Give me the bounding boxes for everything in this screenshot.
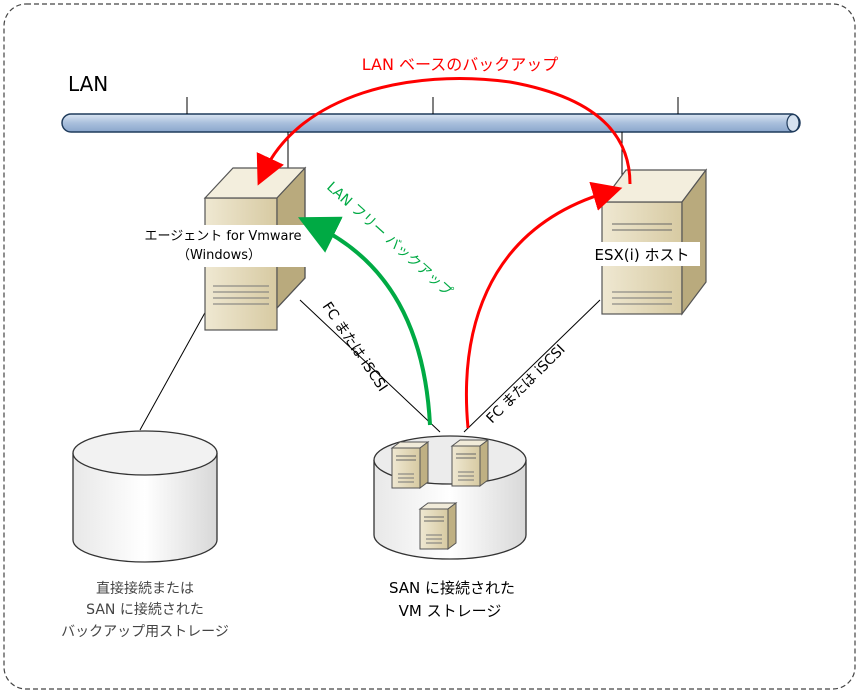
diagram-frame bbox=[3, 3, 856, 690]
lan-based-backup-label: LAN ベースのバックアップ bbox=[362, 55, 558, 74]
san-storage-label-line2: VM ストレージ bbox=[399, 602, 502, 620]
fc-iscsi-label-right: FC または iSCSI bbox=[484, 342, 569, 427]
agent-label-line2: （Windows） bbox=[177, 248, 261, 263]
backup-storage-cylinder bbox=[72, 430, 218, 563]
vm-server-icon-1 bbox=[391, 441, 429, 489]
agent-label-bg bbox=[138, 225, 308, 267]
agent-backup-storage-link bbox=[139, 299, 213, 431]
lan-label: LAN bbox=[68, 72, 108, 96]
lan-based-backup-arrow-top bbox=[256, 76, 632, 186]
lan-based-backup-arrow-bottom bbox=[464, 181, 623, 429]
fc-iscsi-label-left: FC または iSCSI bbox=[319, 299, 391, 394]
vm-server-icon-3 bbox=[419, 502, 457, 550]
backup-storage-label-line3: バックアップ用ストレージ bbox=[61, 624, 229, 640]
lan-bus bbox=[61, 113, 801, 133]
san-storage-label-line1: SAN に接続された bbox=[389, 579, 515, 597]
agent-san-fc-link bbox=[299, 299, 441, 433]
lan-free-backup-arrow bbox=[298, 216, 432, 426]
esx-label-bg bbox=[584, 242, 700, 266]
backup-storage-label-line1: 直接接続または bbox=[96, 580, 194, 597]
vm-server-icon-2 bbox=[451, 439, 489, 487]
backup-storage-label-line2: SAN に接続された bbox=[86, 601, 204, 618]
agent-label-line1: エージェント for Vmware bbox=[144, 229, 301, 244]
esx-san-fc-link bbox=[463, 299, 601, 433]
esx-host-label: ESX(i) ホスト bbox=[595, 246, 690, 264]
